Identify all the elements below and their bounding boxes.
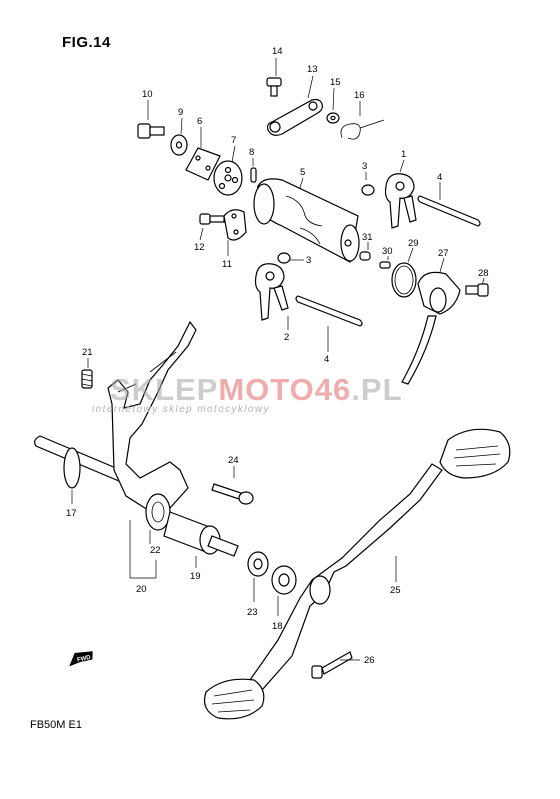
part-27-neutral-switch	[401, 257, 461, 385]
callout-27: 27	[438, 248, 449, 259]
callout-3-upper: 3	[362, 161, 367, 172]
callout-2: 2	[284, 332, 289, 343]
part-12-bolt	[199, 213, 225, 241]
part-2-shift-fork	[254, 263, 289, 330]
callout-19: 19	[190, 571, 201, 582]
part-8-pin	[250, 158, 257, 183]
model-code: FB50M E1	[30, 719, 82, 731]
callout-16: 16	[354, 90, 365, 101]
watermark-part-1: SKLEP	[110, 372, 219, 407]
callout-13: 13	[307, 64, 318, 75]
callout-17: 17	[66, 508, 77, 519]
callout-31: 31	[362, 232, 373, 243]
part-24-pin	[211, 466, 254, 505]
watermark-logo: SKLEPMOTO46.PL	[110, 372, 403, 408]
part-14-bolt	[266, 58, 282, 97]
callout-21: 21	[82, 347, 93, 358]
part-9-washer	[170, 117, 188, 156]
part-16-spring	[340, 101, 385, 140]
callout-3-lower: 3	[306, 255, 311, 266]
callout-5: 5	[300, 167, 305, 178]
part-4-fork-shaft-lower	[295, 295, 363, 352]
part-20-leader	[129, 520, 157, 579]
callout-29: 29	[408, 238, 419, 249]
part-25-gearshift-pedal	[203, 428, 511, 720]
callout-26: 26	[364, 655, 375, 666]
callout-18: 18	[272, 621, 283, 632]
part-29-o-ring	[391, 247, 417, 298]
callout-15: 15	[330, 77, 341, 88]
callout-10: 10	[142, 89, 153, 100]
watermark-part-3: 46	[314, 372, 352, 407]
part-28-bolt	[465, 277, 489, 297]
part-31-cap	[359, 242, 371, 261]
part-3-pin-upper	[361, 172, 375, 196]
callout-12: 12	[194, 242, 205, 253]
callout-23: 23	[247, 607, 258, 618]
callout-4-lower: 4	[324, 354, 329, 365]
callout-7: 7	[231, 135, 236, 146]
callout-14: 14	[272, 46, 283, 57]
part-6-plate	[185, 127, 221, 181]
callout-25: 25	[390, 585, 401, 596]
callout-24: 24	[228, 455, 239, 466]
watermark-part-2: MOTO	[218, 372, 315, 407]
part-26-bolt	[311, 651, 360, 679]
part-30-contact	[379, 256, 391, 269]
watermark-part-4: .PL	[351, 372, 403, 407]
fwd-label: FWD	[77, 655, 92, 664]
callout-28: 28	[478, 268, 489, 279]
part-7-cam-plate	[213, 145, 243, 196]
part-4-fork-shaft-upper	[417, 182, 481, 227]
part-18-bearing	[271, 565, 297, 616]
part-3-pin-lower	[277, 252, 304, 264]
callout-11: 11	[222, 259, 232, 270]
callout-22: 22	[150, 545, 161, 556]
callout-6: 6	[197, 116, 202, 127]
part-21-spring	[81, 358, 93, 389]
callout-8: 8	[249, 147, 254, 158]
part-1-shift-fork	[384, 159, 417, 229]
callout-1: 1	[401, 149, 406, 160]
part-17-shift-shaft	[34, 320, 197, 511]
part-5-shift-drum	[253, 177, 360, 263]
callout-30: 30	[382, 246, 393, 257]
part-10-bolt	[137, 100, 165, 139]
fwd-arrow-icon: FWD	[66, 650, 96, 673]
part-13-shift-arm	[266, 75, 323, 136]
part-15-washer	[326, 87, 340, 124]
figure-title: FIG.14	[62, 34, 111, 51]
callout-4-upper: 4	[437, 172, 442, 183]
part-11-stopper	[223, 209, 247, 256]
part-23-washer	[247, 551, 269, 602]
watermark-tagline: internetowy sklep motocyklowy	[92, 404, 270, 415]
callout-9: 9	[178, 107, 183, 118]
part-19-shaft-end	[163, 511, 239, 568]
callout-20: 20	[136, 584, 147, 595]
